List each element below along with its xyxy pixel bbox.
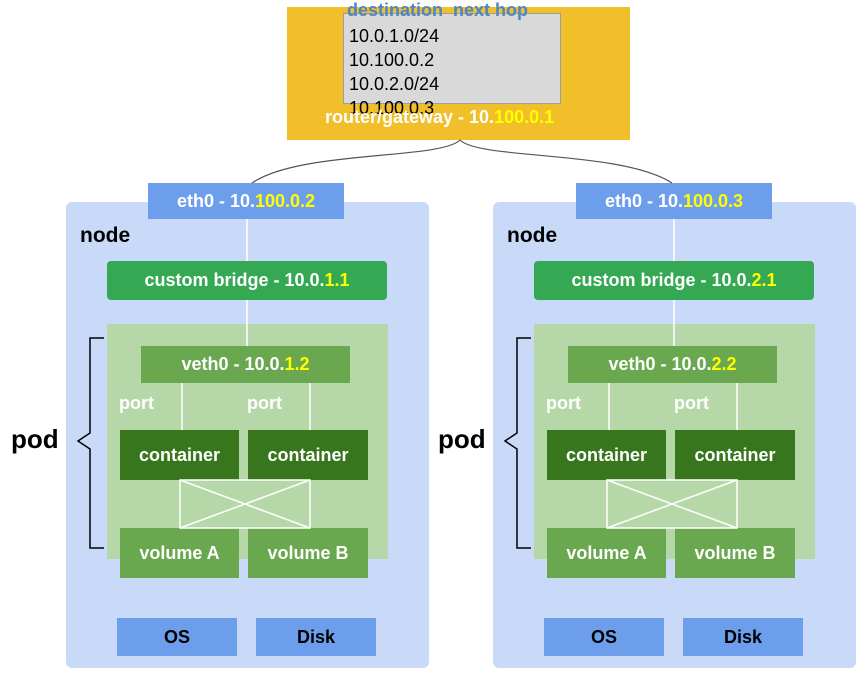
bridge-highlight: 2.1 — [751, 270, 777, 290]
node-1-eth0: eth0 - 10.100.0.2 — [148, 183, 344, 219]
node-1-port-1: port — [119, 393, 154, 413]
node-1-custom-bridge: custom bridge - 10.0.1.1 — [107, 261, 387, 300]
router-to-node-1-link — [251, 139, 461, 184]
router-label-highlight: 100.0.1 — [494, 107, 555, 127]
veth0-highlight: 1.2 — [284, 354, 310, 374]
node-2-pod-brace — [503, 337, 531, 549]
routing-table — [343, 13, 561, 104]
destination-header: destination — [347, 0, 444, 20]
eth0-highlight: 100.0.3 — [682, 190, 744, 211]
node-1-container-2: container — [248, 430, 368, 480]
router-label-prefix: router/gateway - 10. — [325, 107, 495, 127]
routing-table-header: destination next hop — [347, 0, 528, 21]
veth0-highlight: 2.2 — [711, 354, 737, 374]
node-1-container-1: container — [120, 430, 239, 480]
node-2-port-1: port — [546, 393, 581, 413]
node-1-volume-b: volume B — [248, 528, 368, 578]
eth0-highlight: 100.0.2 — [254, 190, 316, 211]
node-1-pod-brace — [76, 337, 104, 549]
router-label: router/gateway - 10.100.0.1 — [325, 107, 554, 128]
node-2-veth0: veth0 - 10.0.2.2 — [568, 346, 777, 383]
next-hop-header: next hop — [453, 0, 529, 20]
node-1-veth0: veth0 - 10.0.1.2 — [141, 346, 350, 383]
node-2-volume-a: volume A — [547, 528, 666, 578]
node-2-os: OS — [544, 618, 664, 656]
route-row: 10.0.1.0/24 — [349, 26, 440, 46]
node-1-pod-label: pod — [11, 424, 59, 454]
route-row: 10.100.0.3 — [349, 98, 435, 118]
node-1-os: OS — [117, 618, 237, 656]
node-2-custom-bridge: custom bridge - 10.0.2.1 — [534, 261, 814, 300]
eth0-prefix: eth0 - 10. — [176, 190, 255, 211]
bridge-prefix: custom bridge - 10.0. — [571, 270, 752, 290]
node-1-port-2: port — [247, 393, 282, 413]
node-2-port-2: port — [674, 393, 709, 413]
node-2-pod-label: pod — [438, 424, 486, 454]
node-2-label: node — [507, 224, 558, 247]
node-1-volume-a: volume A — [120, 528, 239, 578]
node-1-label: node — [80, 224, 131, 247]
node-2-container-1: container — [547, 430, 666, 480]
node-2-eth0: eth0 - 10.100.0.3 — [576, 183, 772, 219]
node-1-disk: Disk — [256, 618, 376, 656]
node-2-volume-b: volume B — [675, 528, 795, 578]
node-2-disk: Disk — [683, 618, 803, 656]
veth0-prefix: veth0 - 10.0. — [608, 354, 712, 374]
router-to-node-2-link — [459, 139, 673, 184]
route-row: 10.100.0.2 — [349, 50, 435, 70]
node-2-volume-mount-box — [606, 479, 738, 529]
veth0-prefix: veth0 - 10.0. — [181, 354, 285, 374]
eth0-prefix: eth0 - 10. — [604, 190, 683, 211]
route-row: 10.0.2.0/24 — [349, 74, 440, 94]
bridge-prefix: custom bridge - 10.0. — [144, 270, 325, 290]
bridge-highlight: 1.1 — [324, 270, 350, 290]
node-2-container-2: container — [675, 430, 795, 480]
node-1-volume-mount-box — [179, 479, 311, 529]
